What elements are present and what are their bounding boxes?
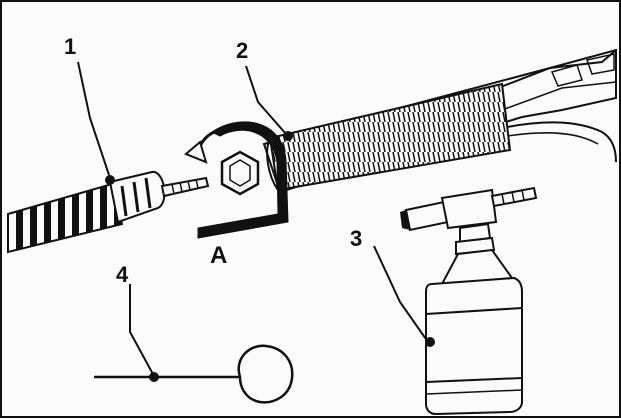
callout-4: 4 [116,262,129,287]
rivet-gun-icon [400,186,538,286]
bottle-icon [425,276,523,416]
dot-1 [105,175,115,185]
section-label-a: A [210,242,228,269]
wire-loop-icon [94,344,294,404]
callout-3: 3 [350,226,363,251]
sealant-coil-icon [266,82,512,192]
leader-dots [105,131,435,382]
dot-4 [149,372,159,382]
callout-2: 2 [236,38,249,63]
screwdriver-icon [7,171,210,254]
dot-2 [283,131,293,141]
dot-3 [425,337,435,347]
callout-1: 1 [64,34,77,59]
wrap-tool-icon [184,121,289,239]
leader-lines [77,61,429,377]
